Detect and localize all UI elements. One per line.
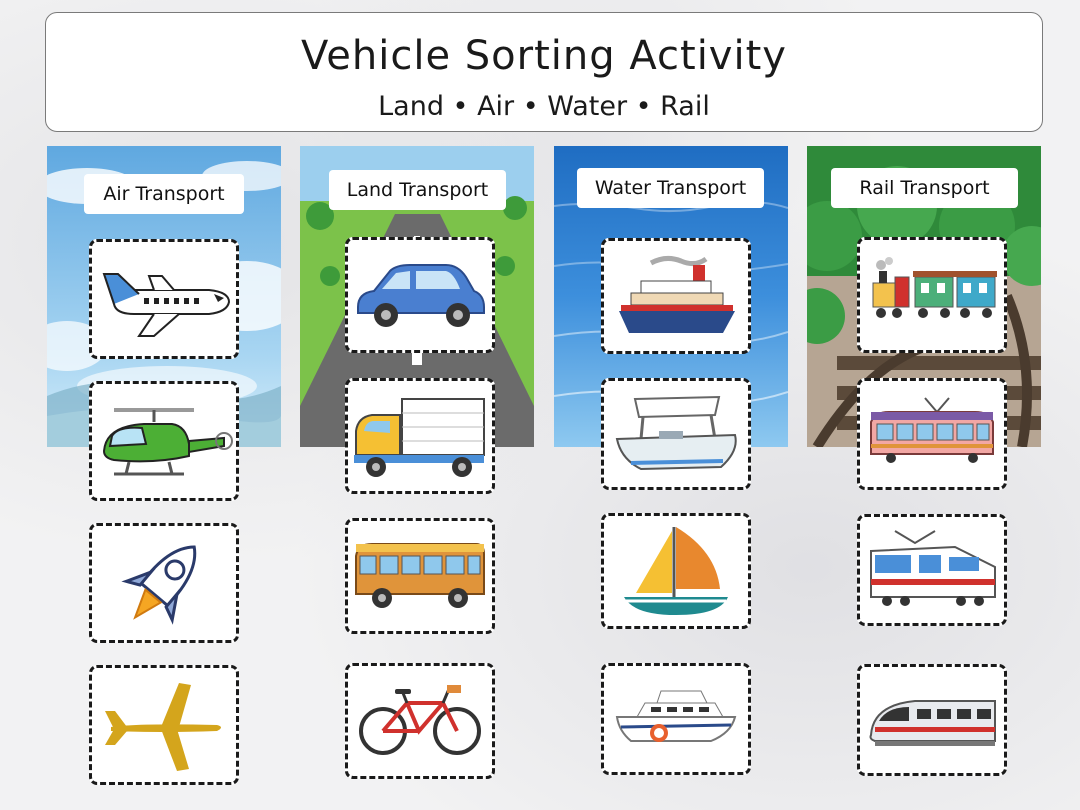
tram-icon <box>870 397 994 463</box>
card-sailboat[interactable] <box>601 513 751 629</box>
title-box: Vehicle Sorting Activity Land • Air • Wa… <box>45 12 1043 132</box>
label-air-transport: Air Transport <box>84 174 244 214</box>
truck-icon <box>354 398 485 477</box>
car-icon <box>357 264 485 327</box>
bus-icon <box>355 543 485 608</box>
page-subtitle: Land • Air • Water • Rail <box>378 91 710 122</box>
bicycle-icon <box>359 685 481 755</box>
plane-silhouette-icon <box>105 683 221 771</box>
card-car[interactable] <box>345 237 495 353</box>
electric-train-icon <box>870 530 996 606</box>
card-motorboat[interactable] <box>601 378 751 490</box>
rocket-icon <box>121 545 197 625</box>
card-tram[interactable] <box>857 378 1007 490</box>
card-electric-train[interactable] <box>857 514 1007 626</box>
card-yacht[interactable] <box>601 663 751 775</box>
card-bicycle[interactable] <box>345 663 495 779</box>
steam-train-icon <box>872 257 997 318</box>
card-ship[interactable] <box>601 238 751 354</box>
label-land-transport: Land Transport <box>329 170 506 210</box>
card-steam-train[interactable] <box>857 237 1007 353</box>
card-airplane[interactable] <box>89 239 239 359</box>
card-plane-silhouette[interactable] <box>89 665 239 785</box>
card-rocket[interactable] <box>89 523 239 643</box>
ship-icon <box>619 255 735 333</box>
card-bullet-train[interactable] <box>857 664 1007 776</box>
yacht-icon <box>615 690 737 742</box>
page-title: Vehicle Sorting Activity <box>301 33 787 79</box>
helicopter-icon <box>102 408 233 476</box>
motorboat-icon <box>615 395 737 471</box>
label-rail-transport: Rail Transport <box>831 168 1018 208</box>
label-water-transport: Water Transport <box>577 168 764 208</box>
airplane-icon <box>102 273 231 337</box>
card-bus[interactable] <box>345 518 495 634</box>
card-truck[interactable] <box>345 378 495 494</box>
bullet-train-icon <box>869 700 996 746</box>
sailboat-icon <box>624 527 728 615</box>
card-helicopter[interactable] <box>89 381 239 501</box>
